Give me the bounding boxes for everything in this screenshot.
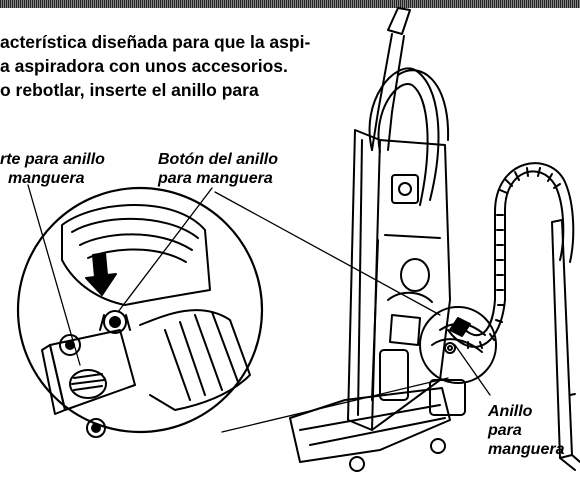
instruction-paragraph: acterística diseñada para que la aspi- a… xyxy=(0,30,400,102)
coiled-hose xyxy=(447,162,575,349)
callout-line: Botón del anillo xyxy=(158,151,278,168)
callout-hose-ring-button: Botón del anillo para manguera xyxy=(158,150,278,188)
callout-line: para xyxy=(488,422,522,439)
page-top-border xyxy=(0,0,580,8)
paragraph-line-2: a aspiradora con unos accesorios. xyxy=(0,56,288,76)
paragraph-line-1: acterística diseñada para que la aspi- xyxy=(0,32,311,52)
vacuum-base xyxy=(289,379,466,472)
callout-hose-ring-holder: rte para anillo manguera xyxy=(0,150,105,188)
vacuum-top-hoses xyxy=(368,67,450,206)
callout-line: rte para anillo xyxy=(0,151,105,168)
callout-line: para manguera xyxy=(158,170,273,187)
vacuum-body xyxy=(347,129,451,431)
callout-line: manguera xyxy=(8,170,85,187)
callout-hose-ring: Anillo para manguera xyxy=(488,402,564,459)
wand-attachment xyxy=(551,219,580,471)
small-detail-circle xyxy=(419,306,497,384)
paragraph-line-3: o rebotlar, inserte el anillo para xyxy=(0,80,259,100)
callout-line: Anillo xyxy=(488,403,533,420)
callout-line: manguera xyxy=(488,441,565,458)
magnified-detail-circle xyxy=(16,186,264,438)
